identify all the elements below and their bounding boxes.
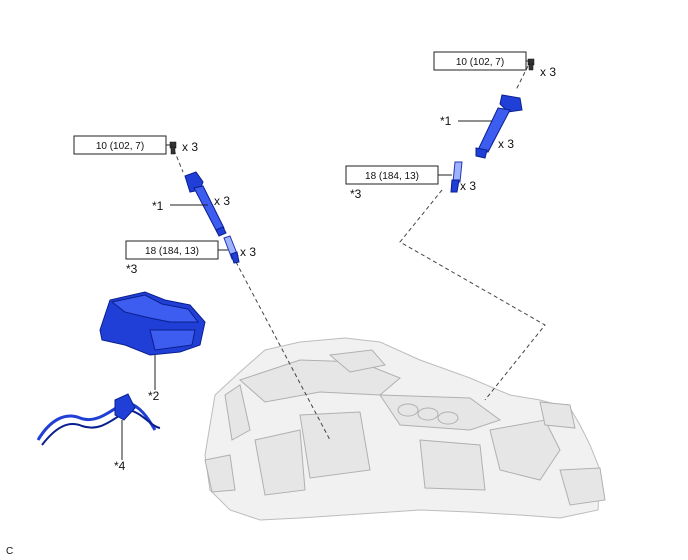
- callout-3-left: *3: [126, 262, 138, 276]
- alignment-line-left: [235, 261, 331, 441]
- torque-label-left-plug: 18 (184, 13): [145, 246, 199, 257]
- wire-harness: [36, 393, 161, 446]
- qty-right-coil: x 3: [498, 137, 514, 151]
- torque-label-right-plug: 18 (184, 13): [365, 171, 419, 182]
- spark-plug-right: [450, 161, 463, 193]
- alignment-line-right: [399, 189, 546, 401]
- qty-right-plug: x 3: [460, 179, 476, 193]
- bolt-left: [169, 141, 177, 155]
- bolt-right: [527, 58, 535, 71]
- callout-2: *2: [148, 389, 160, 403]
- qty-left-bolt: x 3: [182, 140, 198, 154]
- callout-1-left: *1: [152, 199, 164, 213]
- ignition-coil-left: [184, 171, 227, 237]
- figure-id: C: [6, 546, 13, 557]
- ignition-coil-right: [475, 94, 523, 159]
- engine-assembly: [204, 337, 606, 521]
- engine-cover: [99, 291, 206, 356]
- torque-label-right-coil: 10 (102, 7): [456, 57, 504, 68]
- qty-left-coil: x 3: [214, 194, 230, 208]
- spark-plug-left: [223, 235, 240, 264]
- callout-1-right: *1: [440, 114, 452, 128]
- qty-right-bolt: x 3: [540, 65, 556, 79]
- callout-3-right: *3: [350, 187, 362, 201]
- callout-4: *4: [114, 459, 126, 473]
- qty-left-plug: x 3: [240, 245, 256, 259]
- bolt-line-right: [515, 65, 529, 91]
- bolt-line-left: [173, 149, 184, 173]
- torque-label-left-coil: 10 (102, 7): [96, 141, 144, 152]
